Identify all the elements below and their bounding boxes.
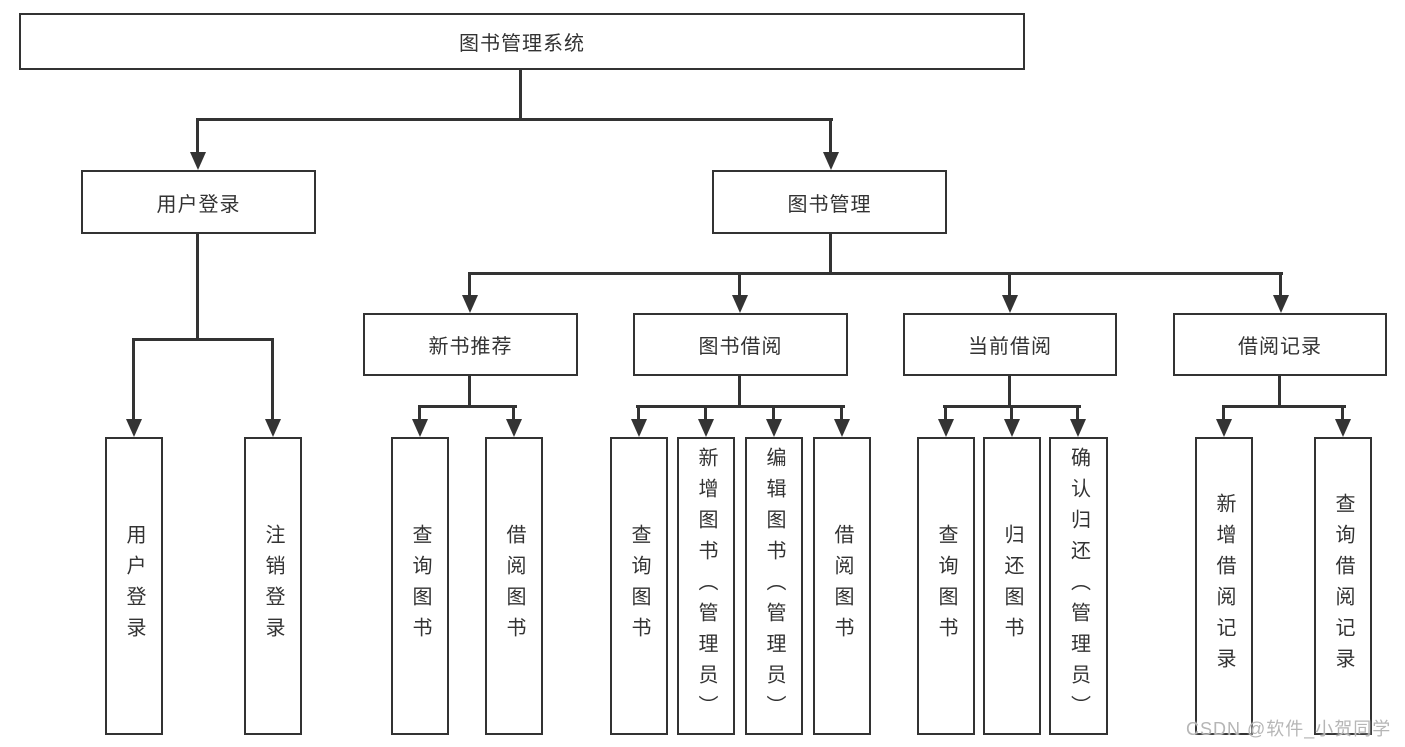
leaf-label: 归还图书	[1001, 524, 1023, 648]
leaf-borrow-books-recommend: 借阅图书	[485, 437, 543, 735]
node-label: 当前借阅	[968, 336, 1052, 358]
node-user-login: 用户登录	[81, 170, 316, 234]
arrowhead-leaf	[1216, 419, 1232, 437]
connector-to-book-borrow	[738, 272, 741, 300]
connector-borrow-records-stem	[1278, 375, 1281, 407]
connector-leaf	[1076, 405, 1079, 427]
arrowhead-leaf	[631, 419, 647, 437]
connector-user-login-stem	[196, 234, 199, 338]
node-library-management-system: 图书管理系统	[19, 13, 1025, 70]
leaf-add-borrow-record: 新增借阅记录	[1195, 437, 1253, 735]
arrowhead-book-borrow	[732, 295, 748, 313]
connector-leaf	[1010, 405, 1013, 427]
arrowhead-leaf	[698, 419, 714, 437]
leaf-edit-books-admin: 编辑图书（管理员）	[745, 437, 803, 735]
arrowhead-leaf	[1070, 419, 1086, 437]
arrowhead-leaf-user-login	[126, 419, 142, 437]
leaf-label: 新增借阅记录	[1213, 493, 1235, 679]
node-label: 用户登录	[156, 193, 241, 216]
arrowhead-leaf	[938, 419, 954, 437]
leaf-label: 确认归还（管理员）	[1067, 446, 1090, 726]
node-new-book-recommend: 新书推荐	[363, 313, 578, 376]
arrowhead-new-book	[462, 295, 478, 313]
leaf-label: 借阅图书	[503, 524, 525, 648]
connector-user-login-hline	[132, 338, 274, 341]
arrowhead-leaf-logout	[265, 419, 281, 437]
leaf-label: 查询借阅记录	[1332, 493, 1354, 679]
node-borrow-records: 借阅记录	[1173, 313, 1387, 376]
connector-new-book-stem	[468, 375, 471, 407]
connector-current-borrow-stem	[1008, 375, 1011, 407]
leaf-add-books-admin: 新增图书（管理员）	[677, 437, 735, 735]
arrowhead-leaf	[506, 419, 522, 437]
arrowhead-borrow-records	[1273, 295, 1289, 313]
leaf-label: 查询图书	[409, 524, 431, 648]
node-label: 借阅记录	[1238, 336, 1322, 358]
leaf-confirm-return-admin: 确认归还（管理员）	[1049, 437, 1108, 735]
arrowhead-leaf	[834, 419, 850, 437]
connector-book-borrow-hline	[636, 405, 845, 408]
connector-leaf	[1341, 405, 1344, 427]
connector-to-leaf-user-login	[132, 338, 135, 423]
connector-to-book-management	[829, 118, 832, 158]
arrowhead-user-login	[190, 152, 206, 170]
connector-leaf	[944, 405, 947, 427]
node-label: 图书管理系统	[459, 33, 585, 55]
connector-leaf	[704, 405, 707, 427]
connector-to-borrow-records	[1279, 272, 1282, 300]
connector-book-mgmt-stem	[829, 234, 832, 275]
connector-borrow-records-hline	[1222, 405, 1346, 408]
leaf-label: 用户登录	[123, 524, 145, 648]
leaf-query-books-borrow: 查询图书	[610, 437, 668, 735]
node-book-management: 图书管理	[712, 170, 947, 234]
leaf-label: 查询图书	[935, 524, 957, 648]
leaf-logout-login: 注销登录	[244, 437, 302, 735]
connector-to-user-login	[196, 118, 199, 158]
node-current-borrow: 当前借阅	[903, 313, 1117, 376]
connector-to-new-book	[468, 272, 471, 300]
arrowhead-book-management	[823, 152, 839, 170]
arrowhead-leaf	[766, 419, 782, 437]
node-label: 新书推荐	[428, 336, 513, 358]
leaf-label: 注销登录	[262, 524, 284, 648]
arrowhead-leaf	[412, 419, 428, 437]
watermark: CSDN @软件_小贺同学	[1186, 719, 1392, 739]
connector-to-leaf-logout	[271, 338, 274, 423]
arrowhead-leaf	[1335, 419, 1351, 437]
node-label: 图书管理	[787, 193, 872, 216]
leaf-query-borrow-record: 查询借阅记录	[1314, 437, 1372, 735]
connector-root-stem	[519, 69, 522, 119]
node-book-borrow: 图书借阅	[633, 313, 848, 376]
node-label: 图书借阅	[698, 336, 783, 358]
leaf-borrow-books: 借阅图书	[813, 437, 871, 735]
leaf-return-books: 归还图书	[983, 437, 1041, 735]
connector-leaf	[418, 405, 421, 427]
connector-to-current-borrow	[1008, 272, 1011, 300]
connector-level1-hline	[196, 118, 833, 121]
connector-leaf	[772, 405, 775, 427]
leaf-query-books-current: 查询图书	[917, 437, 975, 735]
leaf-label: 借阅图书	[831, 524, 853, 648]
arrowhead-current-borrow	[1002, 295, 1018, 313]
leaf-label: 新增图书（管理员）	[695, 446, 717, 726]
leaf-query-books-recommend: 查询图书	[391, 437, 449, 735]
connector-level3-hline	[468, 272, 1283, 275]
connector-new-book-hline	[418, 405, 517, 408]
leaf-user-login: 用户登录	[105, 437, 163, 735]
connector-book-borrow-stem	[738, 375, 741, 407]
connector-leaf	[1222, 405, 1225, 427]
connector-leaf	[637, 405, 640, 427]
leaf-label: 查询图书	[628, 524, 650, 648]
connector-leaf	[840, 405, 843, 427]
connector-leaf	[512, 405, 515, 427]
arrowhead-leaf	[1004, 419, 1020, 437]
leaf-label: 编辑图书（管理员）	[763, 446, 785, 726]
